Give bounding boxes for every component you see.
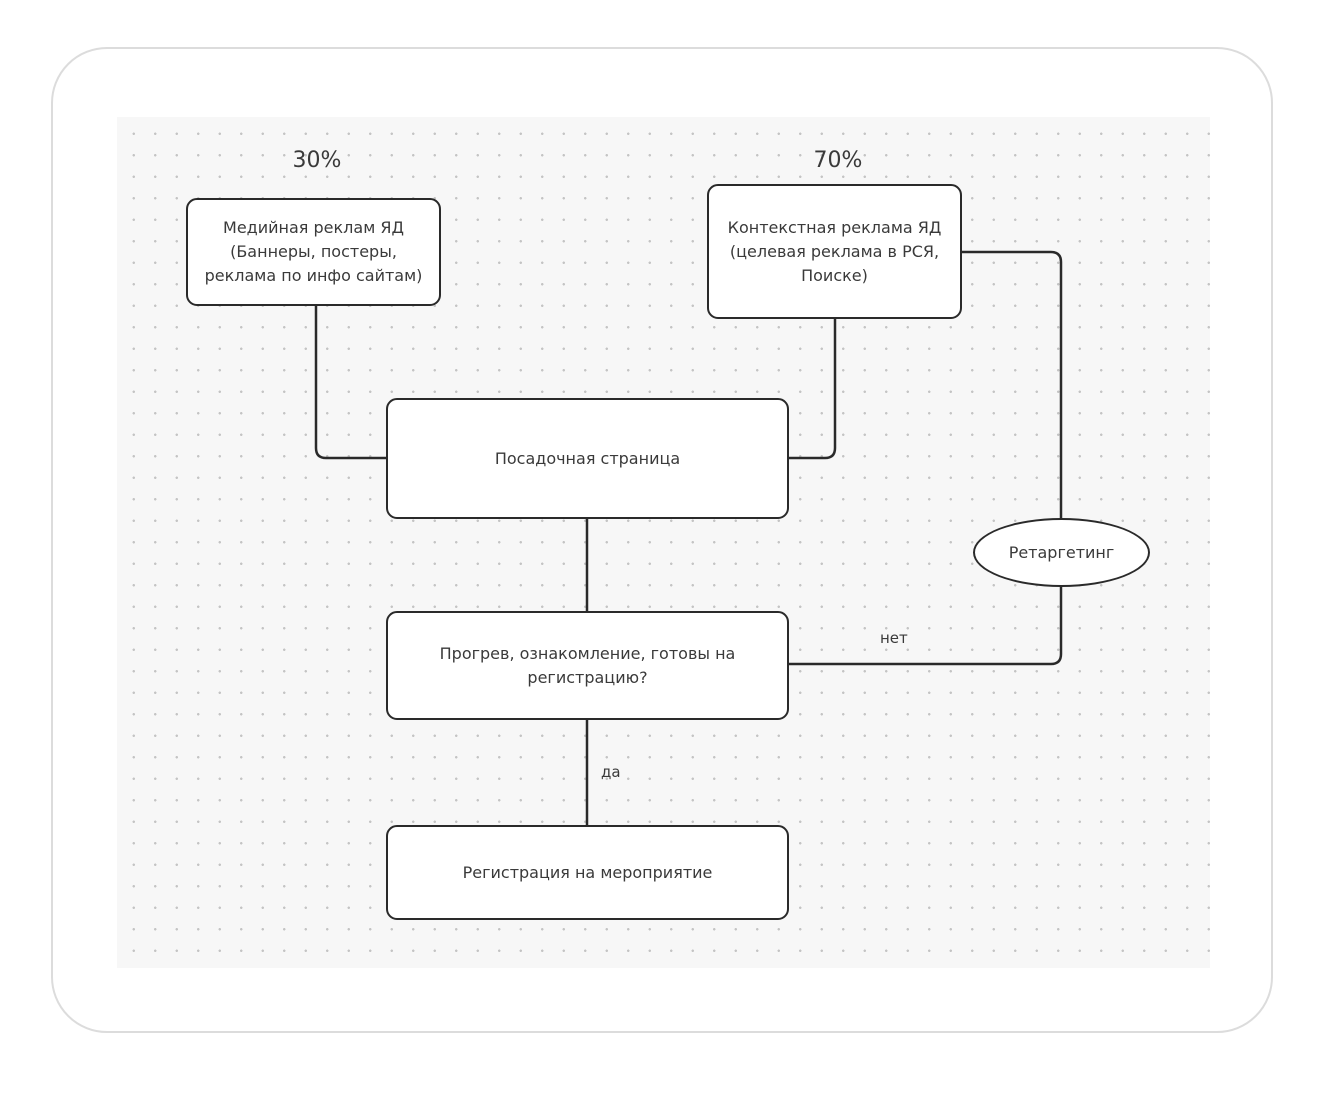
warmup-question-node[interactable]: Прогрев, ознакомление, готовы на регистр… <box>386 611 789 720</box>
edge-label-yes: да <box>601 763 621 781</box>
media-ads-label: Медийная реклам ЯД (Баннеры, постеры, ре… <box>204 218 423 285</box>
landing-page-label: Посадочная страница <box>494 448 681 468</box>
context-share-percent: 70% <box>813 148 863 173</box>
context-ads-label: Контекстная реклама ЯД (целевая реклама … <box>727 217 942 285</box>
event-registration-node[interactable]: Регистрация на мероприятие <box>386 825 789 920</box>
landing-page-node[interactable]: Посадочная страница <box>386 398 789 519</box>
media-share-percent: 30% <box>292 148 342 173</box>
context-ads-node[interactable]: Контекстная реклама ЯД (целевая реклама … <box>707 184 962 319</box>
edge-label-no: нет <box>880 629 908 647</box>
warmup-question-label: Прогрев, ознакомление, готовы на регистр… <box>439 643 736 687</box>
retargeting-label: Ретаргетинг <box>1008 543 1115 562</box>
event-registration-label: Регистрация на мероприятие <box>462 862 713 882</box>
retargeting-node[interactable]: Ретаргетинг <box>973 518 1150 587</box>
media-ads-node[interactable]: Медийная реклам ЯД (Баннеры, постеры, ре… <box>186 198 441 306</box>
